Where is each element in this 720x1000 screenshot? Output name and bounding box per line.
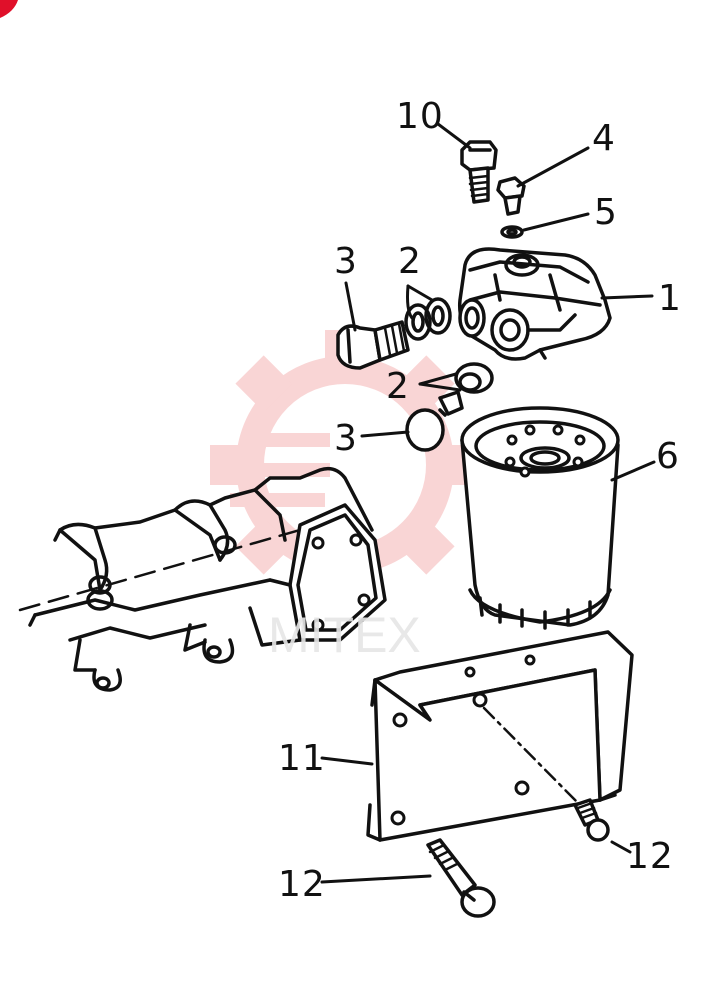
callout-2a: 2 (398, 241, 422, 282)
callout-5: 5 (594, 192, 618, 233)
callout-4: 4 (592, 118, 616, 159)
gaskets-2-upper (404, 297, 452, 341)
bolt-12-bottom (426, 838, 496, 918)
callout-1: 1 (658, 278, 682, 319)
callout-12a: 12 (626, 836, 674, 877)
plug-4 (496, 176, 526, 216)
intake-manifold (18, 466, 387, 692)
corner-accent-mark (0, 0, 18, 18)
connector-bolt-3-upper (336, 320, 410, 370)
callout-3a: 3 (334, 241, 358, 282)
callout-labels: 1 2 2 3 3 4 5 6 10 11 12 12 (278, 96, 682, 905)
callout-3b: 3 (334, 418, 358, 459)
bolt-12-right (573, 798, 610, 842)
callout-12b: 12 (278, 864, 326, 905)
plug-3-lower (405, 390, 464, 452)
callout-11: 11 (278, 738, 326, 779)
bracket-11 (366, 630, 634, 842)
watermark-text: MITEX (268, 607, 421, 663)
gasket-2-lower (454, 362, 494, 394)
filter-head (457, 247, 612, 361)
callout-6: 6 (656, 436, 680, 477)
oil-filter-6 (460, 406, 620, 630)
callout-2b: 2 (386, 366, 410, 407)
leader-lines (320, 122, 656, 884)
washer-5 (500, 225, 524, 239)
callout-10: 10 (396, 96, 444, 137)
bolt-10 (460, 140, 498, 204)
